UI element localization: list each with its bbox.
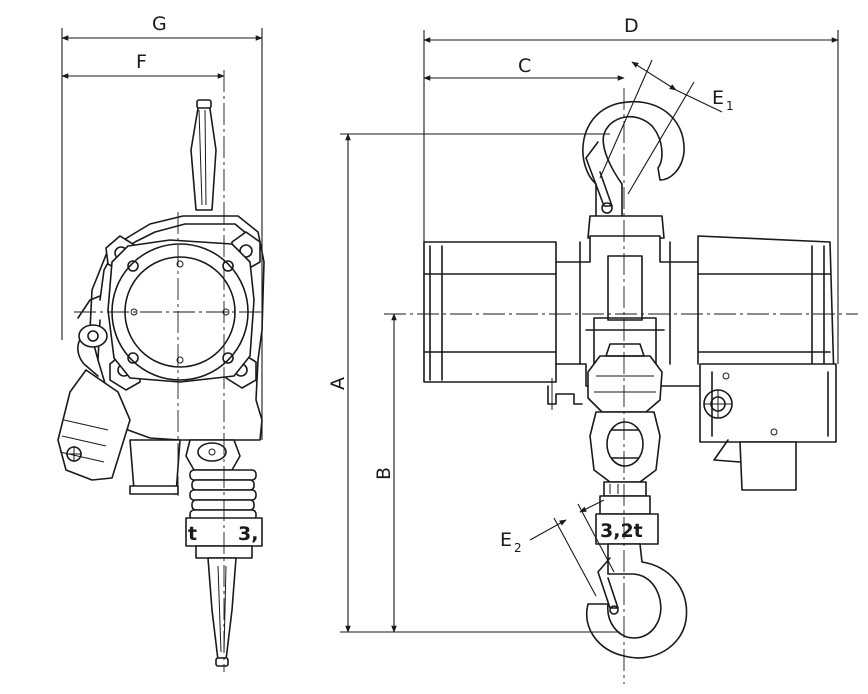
dimension-G: G [61,13,263,440]
bottom-block [589,411,661,515]
dimension-B: B [373,313,397,633]
label-E2-sub: 2 [514,541,522,555]
label-E2: E [500,529,512,551]
label-G: G [152,13,167,35]
chain-stack [189,469,257,521]
dimension-F: F [61,51,225,79]
front-view: 3,2t [384,88,858,684]
label-A: A [327,377,349,390]
dimension-E1: E 1 [599,59,734,195]
label-E1: E [712,87,724,109]
dimension-A: A [327,133,620,633]
label-D: D [624,15,639,37]
control-connector [57,369,131,481]
label-C: C [518,55,531,77]
capacity-plate-front: 3,2t [600,520,643,542]
side-view: t 3, [57,70,265,672]
label-F: F [136,51,147,73]
dimension-E2: E 2 [500,499,615,597]
capacity-plate-side: 3, [238,523,258,545]
label-E1-sub: 1 [726,99,734,113]
label-B: B [373,467,395,480]
dimension-D: D [423,15,839,364]
bottom-hook [585,543,688,659]
dimension-C: C [423,55,625,81]
top-hook [582,100,685,239]
capacity-plate-side-left: t [188,523,197,545]
electrical-box [699,363,837,491]
